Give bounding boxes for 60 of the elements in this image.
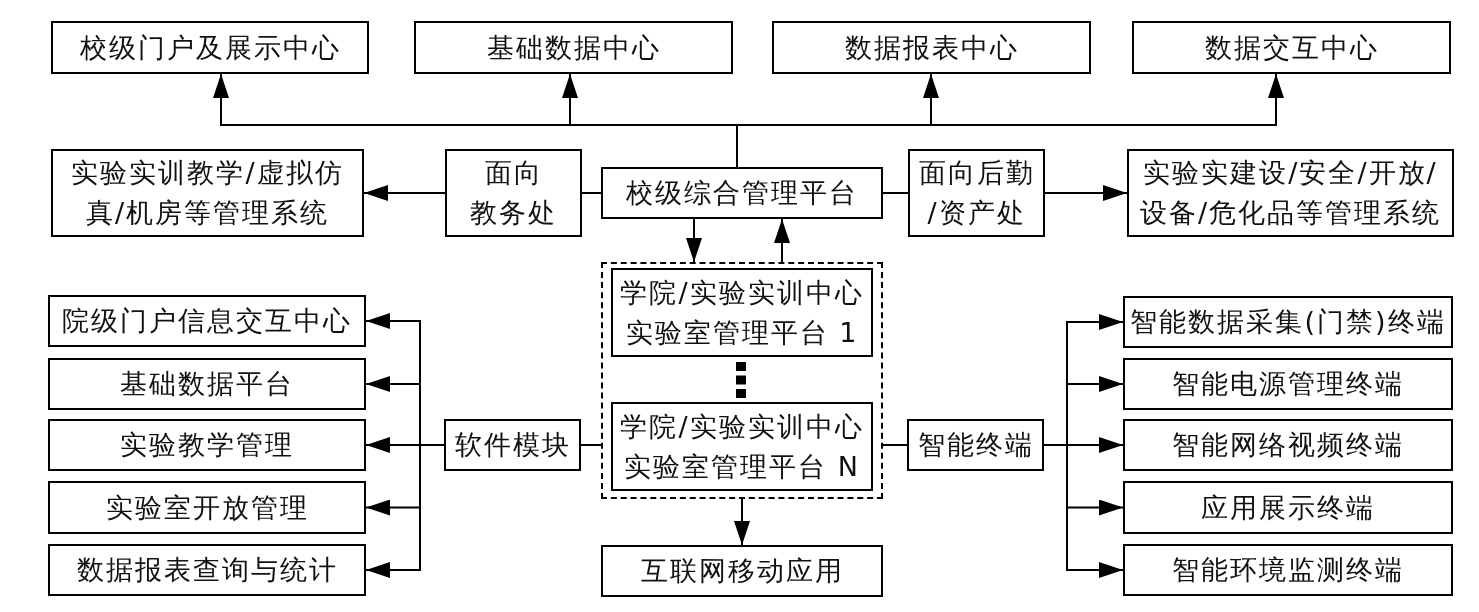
connector-line	[882, 192, 909, 194]
center-box	[414, 21, 733, 74]
box-label: 基础数据中心	[486, 30, 661, 65]
box-label: 数据报表查询与统计	[76, 553, 338, 587]
category-box	[444, 419, 581, 471]
connector-line	[882, 444, 908, 446]
terminal-box	[1123, 481, 1453, 534]
box-label: 数据交互中心	[1204, 30, 1379, 65]
box-label: 应用展示终端	[1201, 490, 1375, 525]
box-label: 实验室开放管理	[105, 490, 309, 525]
box-label: 智能数据采集(门禁)终端	[1130, 305, 1446, 339]
arrow	[363, 185, 446, 201]
arrow	[734, 498, 750, 546]
arrow	[1043, 444, 1124, 578]
box-label: 学院/实验实训中心实验室管理平台 1	[620, 275, 864, 350]
category-box	[907, 419, 1044, 471]
box-label: 智能网络视频终端	[1172, 428, 1404, 462]
module-box	[48, 295, 366, 347]
dashed-group-box	[601, 262, 883, 499]
center-box	[772, 21, 1091, 74]
box-label: 软件模块	[454, 428, 571, 462]
terminal-box	[1123, 296, 1453, 348]
box-label: 学院/实验实训中心实验室管理平台 N	[620, 409, 864, 484]
connector-line	[581, 192, 602, 194]
box-label: 实验教学管理	[120, 428, 294, 462]
department-box	[445, 149, 582, 237]
terminal-box	[1123, 419, 1453, 471]
platform-box	[601, 167, 883, 219]
box-label: 校级门户及展示中心	[79, 30, 341, 65]
box-label: 智能环境监测终端	[1172, 553, 1404, 587]
box-label: 互联网移动应用	[640, 554, 844, 588]
box-label: 校级综合管理平台	[626, 176, 858, 210]
box-label: 智能电源管理终端	[1172, 367, 1404, 401]
arrow	[1044, 185, 1128, 201]
terminal-box	[1123, 544, 1453, 596]
arrow	[686, 218, 702, 263]
module-box	[48, 481, 366, 534]
arrow	[774, 218, 790, 263]
platform-box	[611, 268, 873, 357]
module-box	[48, 544, 366, 596]
module-box	[48, 358, 366, 410]
system-box	[1127, 149, 1454, 237]
box-label: 基础数据平台	[120, 367, 294, 401]
platform-box	[611, 402, 873, 491]
center-box	[1132, 21, 1451, 74]
connector-line	[580, 444, 602, 446]
box-label: 院级门户信息交互中心	[62, 304, 352, 338]
arrow	[365, 444, 445, 578]
terminal-box	[1123, 358, 1453, 410]
box-label: 实验实训教学/虚拟仿真/机房等管理系统	[71, 156, 344, 230]
module-box	[48, 419, 366, 471]
app-box	[601, 545, 883, 597]
box-label: 数据报表中心	[844, 30, 1019, 65]
box-label: 智能终端	[917, 428, 1034, 462]
department-box	[908, 149, 1045, 237]
center-box	[51, 21, 369, 74]
box-label: 面向教务处	[470, 156, 557, 230]
system-box	[51, 149, 364, 237]
box-label: 面向后勤/资产处	[918, 156, 1035, 230]
box-label: 实验实建设/安全/开放/设备/危化品等管理系统	[1139, 156, 1442, 230]
